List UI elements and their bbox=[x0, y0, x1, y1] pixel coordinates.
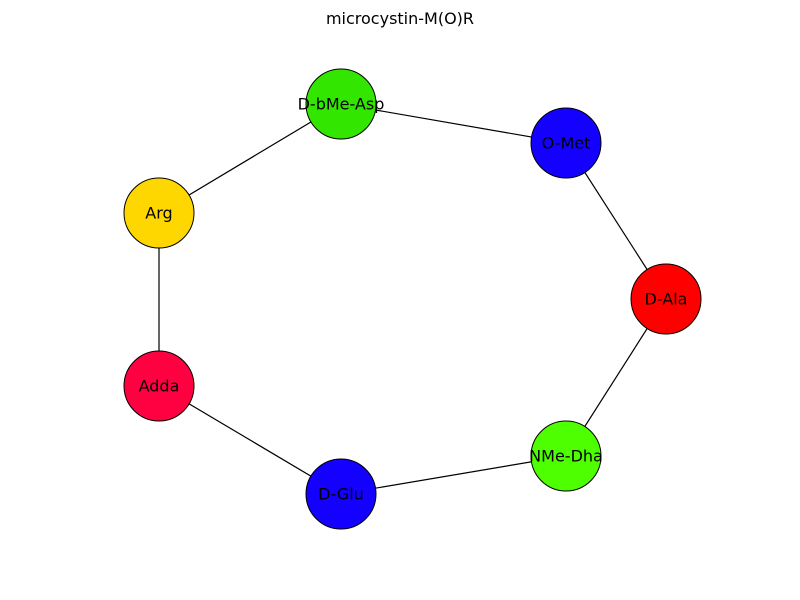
node-arg: Arg bbox=[123, 177, 195, 249]
node-label-d-bme-asp: D-bMe-Asp bbox=[298, 95, 385, 114]
edge-d-bme-asp-to-o-met bbox=[340, 103, 567, 144]
node-adda: Adda bbox=[123, 350, 195, 422]
node-circle-d-glu bbox=[305, 458, 377, 530]
node-circle-adda bbox=[123, 350, 195, 422]
node-label-o-met: O-Met bbox=[542, 134, 591, 153]
node-circle-d-ala bbox=[630, 263, 702, 335]
edge-nme-dha-to-d-glu bbox=[340, 455, 567, 495]
diagram-title: microcystin-M(O)R bbox=[325, 9, 475, 28]
node-label-d-glu: D-Glu bbox=[318, 485, 364, 504]
node-circle-nme-dha bbox=[530, 420, 602, 492]
node-circle-arg bbox=[123, 177, 195, 249]
node-circle-o-met bbox=[530, 107, 602, 179]
node-circle-d-bme-asp bbox=[305, 68, 377, 140]
node-label-nme-dha: NMe-Dha bbox=[529, 447, 603, 466]
node-nme-dha: NMe-Dha bbox=[529, 420, 603, 492]
node-d-ala: D-Ala bbox=[630, 263, 702, 335]
node-o-met: O-Met bbox=[530, 107, 602, 179]
node-label-arg: Arg bbox=[145, 204, 172, 223]
node-d-bme-asp: D-bMe-Asp bbox=[298, 68, 385, 140]
node-label-d-ala: D-Ala bbox=[645, 290, 688, 309]
node-d-glu: D-Glu bbox=[305, 458, 377, 530]
node-label-adda: Adda bbox=[139, 377, 180, 396]
